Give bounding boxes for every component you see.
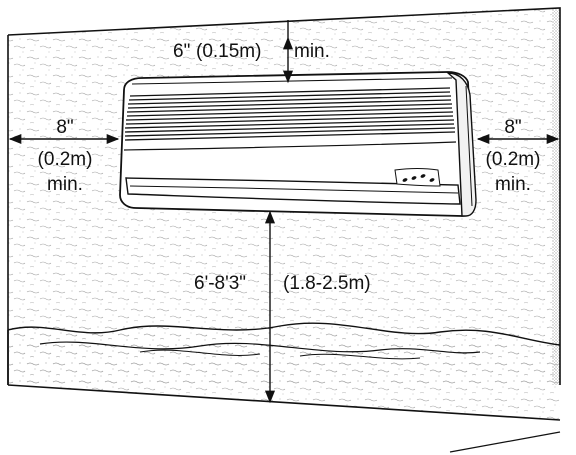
unit-side-panel xyxy=(465,85,473,207)
top-clearance-metric: (0.15m) xyxy=(196,41,261,62)
air-conditioner-unit xyxy=(119,71,477,217)
floor-slab xyxy=(8,325,560,420)
floor xyxy=(7,322,561,453)
unit-front-panel-edge xyxy=(123,141,457,151)
left-clearance-imperial: 8" xyxy=(56,117,73,138)
floor-base-line xyxy=(7,384,561,421)
floor-crack-detail xyxy=(139,349,421,360)
floor-perspective-line xyxy=(449,431,561,453)
left-clearance-qualifier: min. xyxy=(47,174,83,195)
floor-crack-upper xyxy=(7,322,561,346)
unit-display-panel xyxy=(394,168,441,187)
top-clearance-imperial: 6" xyxy=(173,41,190,62)
unit-air-outlet xyxy=(125,177,461,205)
unit-end-cap xyxy=(446,72,477,217)
right-clearance-imperial: 8" xyxy=(504,117,521,138)
top-clearance-qualifier: min. xyxy=(294,41,330,62)
unit-louver xyxy=(129,185,459,194)
wall-outline xyxy=(7,7,561,385)
right-clearance-metric: (0.2m) xyxy=(486,149,541,170)
right-clearance-qualifier: min. xyxy=(495,174,531,195)
unit-indicator-lights xyxy=(402,174,435,182)
dimension-labels: 6" (0.15m) min. 8" (0.2m) min. 8" (0.2m)… xyxy=(38,41,541,294)
floor-crack-lower xyxy=(39,341,481,354)
floor-height-metric: (1.8-2.5m) xyxy=(283,273,371,294)
wall-side-edge xyxy=(552,8,560,385)
dimension-arrows xyxy=(8,20,560,404)
floor-height-imperial: 6'-8'3" xyxy=(194,273,246,294)
unit-intake-grille xyxy=(124,87,456,141)
left-clearance-metric: (0.2m) xyxy=(38,149,93,170)
